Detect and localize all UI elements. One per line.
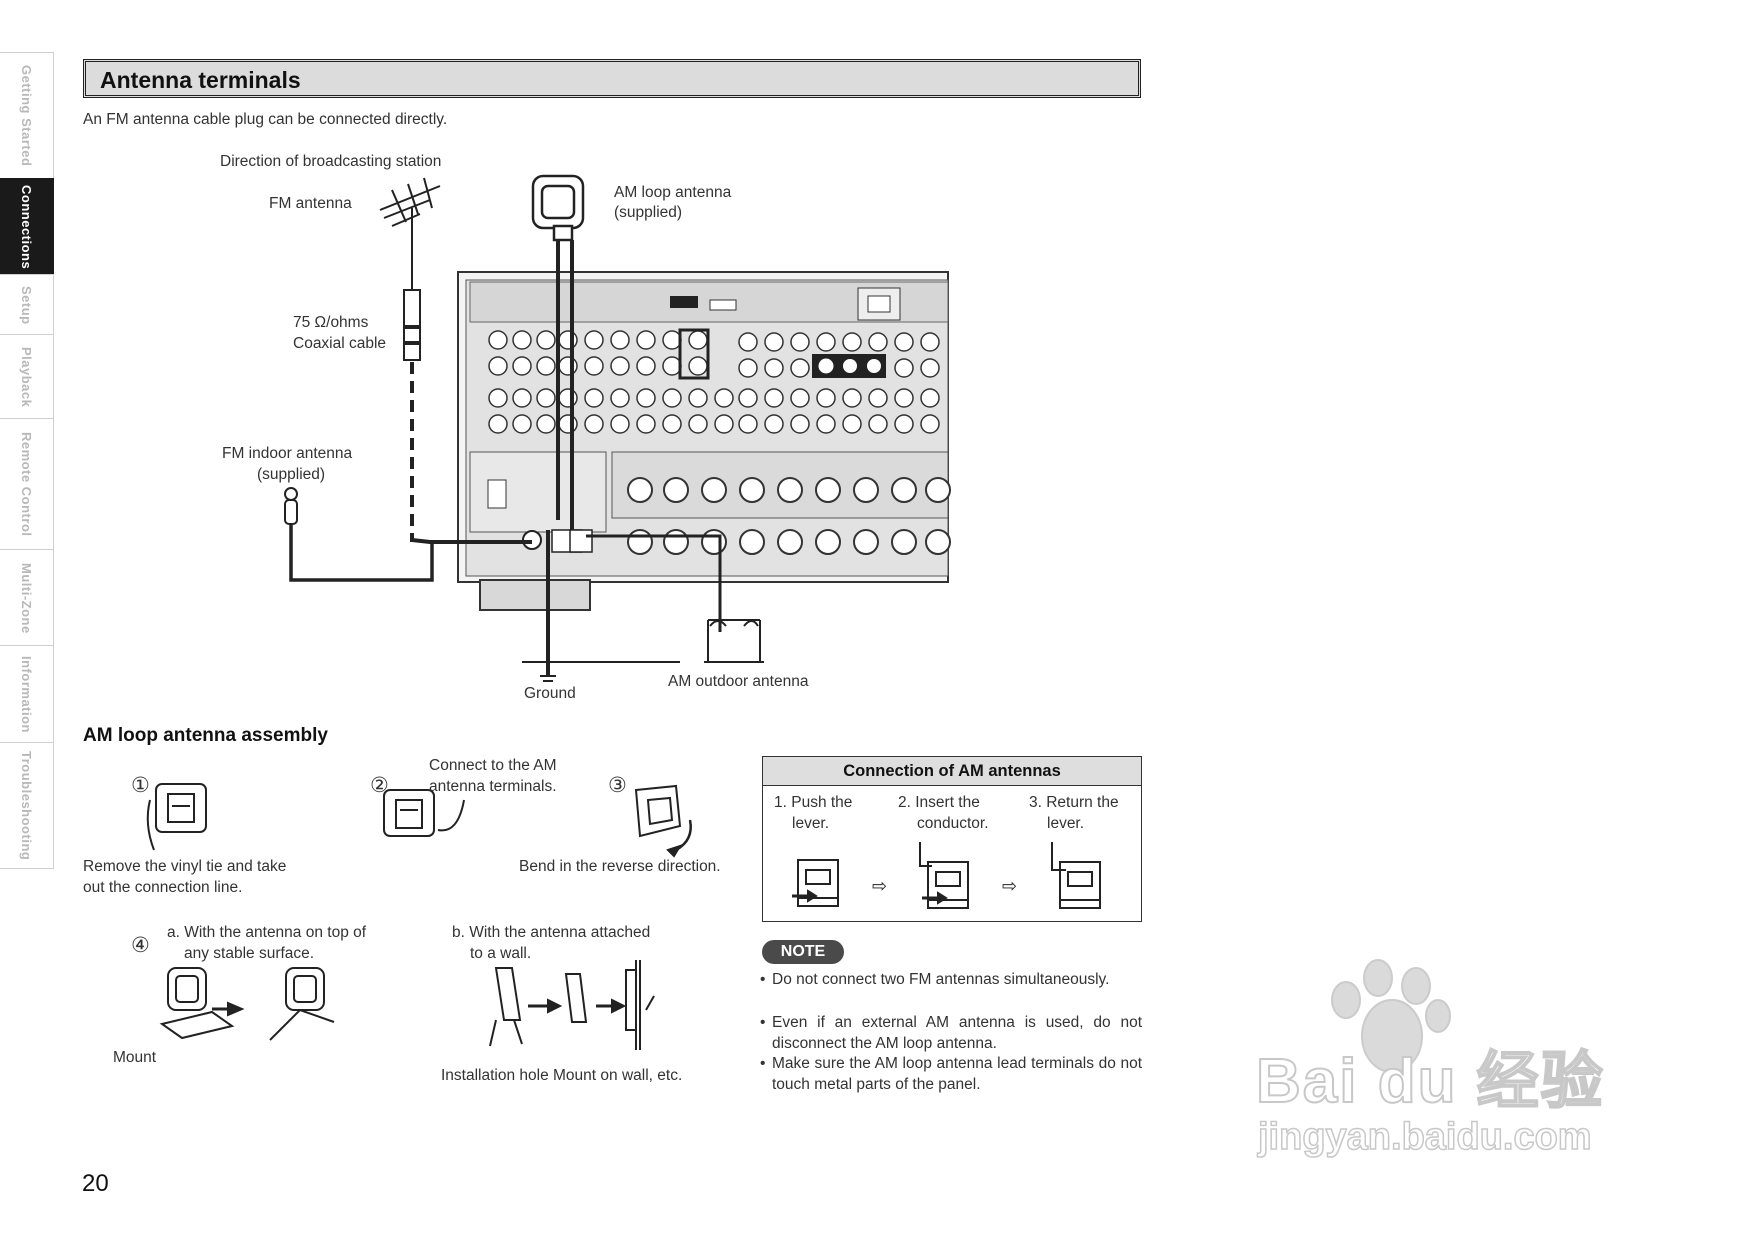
step4a-text-line1: a. With the antenna on top of xyxy=(167,924,367,941)
am-loop-label-line2: (supplied) xyxy=(614,204,683,221)
step4a-caption: Mount xyxy=(113,1049,157,1066)
tab-setup[interactable]: Setup xyxy=(0,274,54,335)
assembly-step3-illustration xyxy=(634,784,692,858)
step3-text: Bend in the reverse direction. xyxy=(519,858,721,875)
am-loop-label-line1: AM loop antenna xyxy=(614,184,732,201)
tab-remote-control[interactable]: Remote Control xyxy=(0,418,54,550)
fm-antenna-icon xyxy=(379,177,441,361)
section-title: Antenna terminals xyxy=(100,67,301,93)
am-step2-line2: conductor. xyxy=(917,815,989,832)
am-terminal-step3-illustration xyxy=(1051,842,1101,909)
coax-label-line1: 75 Ω/ohms xyxy=(293,314,369,331)
assembly-step4a-illustration xyxy=(159,967,335,1041)
arrow-icon: ⇨ xyxy=(872,876,887,897)
tab-troubleshooting[interactable]: Troubleshooting xyxy=(0,742,54,869)
fm-indoor-antenna-icon xyxy=(284,487,434,582)
am-connection-box: Connection of AM antennas xyxy=(762,756,1142,922)
note-item: •Make sure the AM loop antenna lead term… xyxy=(760,1055,1142,1093)
tab-information[interactable]: Information xyxy=(0,645,54,743)
fm-indoor-label-line1: FM indoor antenna xyxy=(222,445,353,462)
step4b-text-line2: to a wall. xyxy=(470,945,532,962)
arrow-icon: ⇨ xyxy=(1002,876,1017,897)
ground-wire xyxy=(522,530,680,682)
am-step3-line2: lever. xyxy=(1047,815,1085,832)
note-item: •Even if an external AM antenna is used,… xyxy=(760,1014,1142,1052)
ground-label: Ground xyxy=(524,685,576,702)
step1-text-line1: Remove the vinyl tie and take xyxy=(83,858,287,875)
step4-number: ④ xyxy=(131,934,150,957)
am-outdoor-antenna-icon xyxy=(586,534,764,663)
am-terminal-step1-illustration xyxy=(792,859,839,907)
fm-indoor-label-line2: (supplied) xyxy=(257,466,326,483)
tab-connections[interactable]: Connections xyxy=(0,178,54,275)
step2-text-line1: Connect to the AM xyxy=(429,757,557,774)
step2-number: ② xyxy=(370,774,389,797)
direction-label: Direction of broadcasting station xyxy=(220,153,442,170)
side-tab-bar: Getting Started Connections Setup Playba… xyxy=(0,52,54,869)
page-number: 20 xyxy=(82,1170,109,1197)
section-header: Antenna terminals xyxy=(83,59,1141,98)
step4b-caption: Installation hole Mount on wall, etc. xyxy=(441,1067,683,1084)
assembly-title: AM loop antenna assembly xyxy=(83,725,328,746)
receiver-rear-panel xyxy=(457,271,951,611)
step1-number: ① xyxy=(131,774,150,797)
assembly-step4b-illustration xyxy=(489,960,655,1050)
coax-to-receiver-line xyxy=(411,538,532,544)
assembly-step2-illustration xyxy=(383,789,465,837)
intro-text: An FM antenna cable plug can be connecte… xyxy=(83,111,448,128)
am-terminal-step2-illustration xyxy=(919,842,969,909)
tab-playback[interactable]: Playback xyxy=(0,334,54,419)
step2-text-line2: antenna terminals. xyxy=(429,778,557,795)
watermark-line1: Bai du 经验 xyxy=(1255,1046,1605,1117)
am-step2-line1: 2. Insert the xyxy=(898,794,980,811)
coax-label-line2: Coaxial cable xyxy=(293,335,387,352)
am-step1-line1: 1. Push the xyxy=(774,794,853,811)
note-badge: NOTE xyxy=(762,940,844,964)
am-step3-line1: 3. Return the xyxy=(1029,794,1119,811)
am-connection-title: Connection of AM antennas xyxy=(763,757,1141,786)
step3-number: ③ xyxy=(608,774,627,797)
step4b-text-line1: b. With the antenna attached xyxy=(452,924,651,941)
am-step1-line2: lever. xyxy=(792,815,830,832)
fm-antenna-label: FM antenna xyxy=(269,195,352,212)
tab-getting-started[interactable]: Getting Started xyxy=(0,52,54,179)
step4a-text-line2: any stable surface. xyxy=(184,945,315,962)
note-item: •Do not connect two FM antennas simultan… xyxy=(760,971,1110,988)
assembly-step1-illustration xyxy=(146,783,207,851)
am-outdoor-label: AM outdoor antenna xyxy=(668,673,809,690)
baidu-watermark-logo xyxy=(1331,959,1451,1073)
step1-text-line2: out the connection line. xyxy=(83,879,243,896)
am-loop-antenna-icon xyxy=(531,174,585,530)
tab-multi-zone[interactable]: Multi-Zone xyxy=(0,549,54,646)
watermark-line2: jingyan.baidu.com xyxy=(1257,1115,1592,1159)
